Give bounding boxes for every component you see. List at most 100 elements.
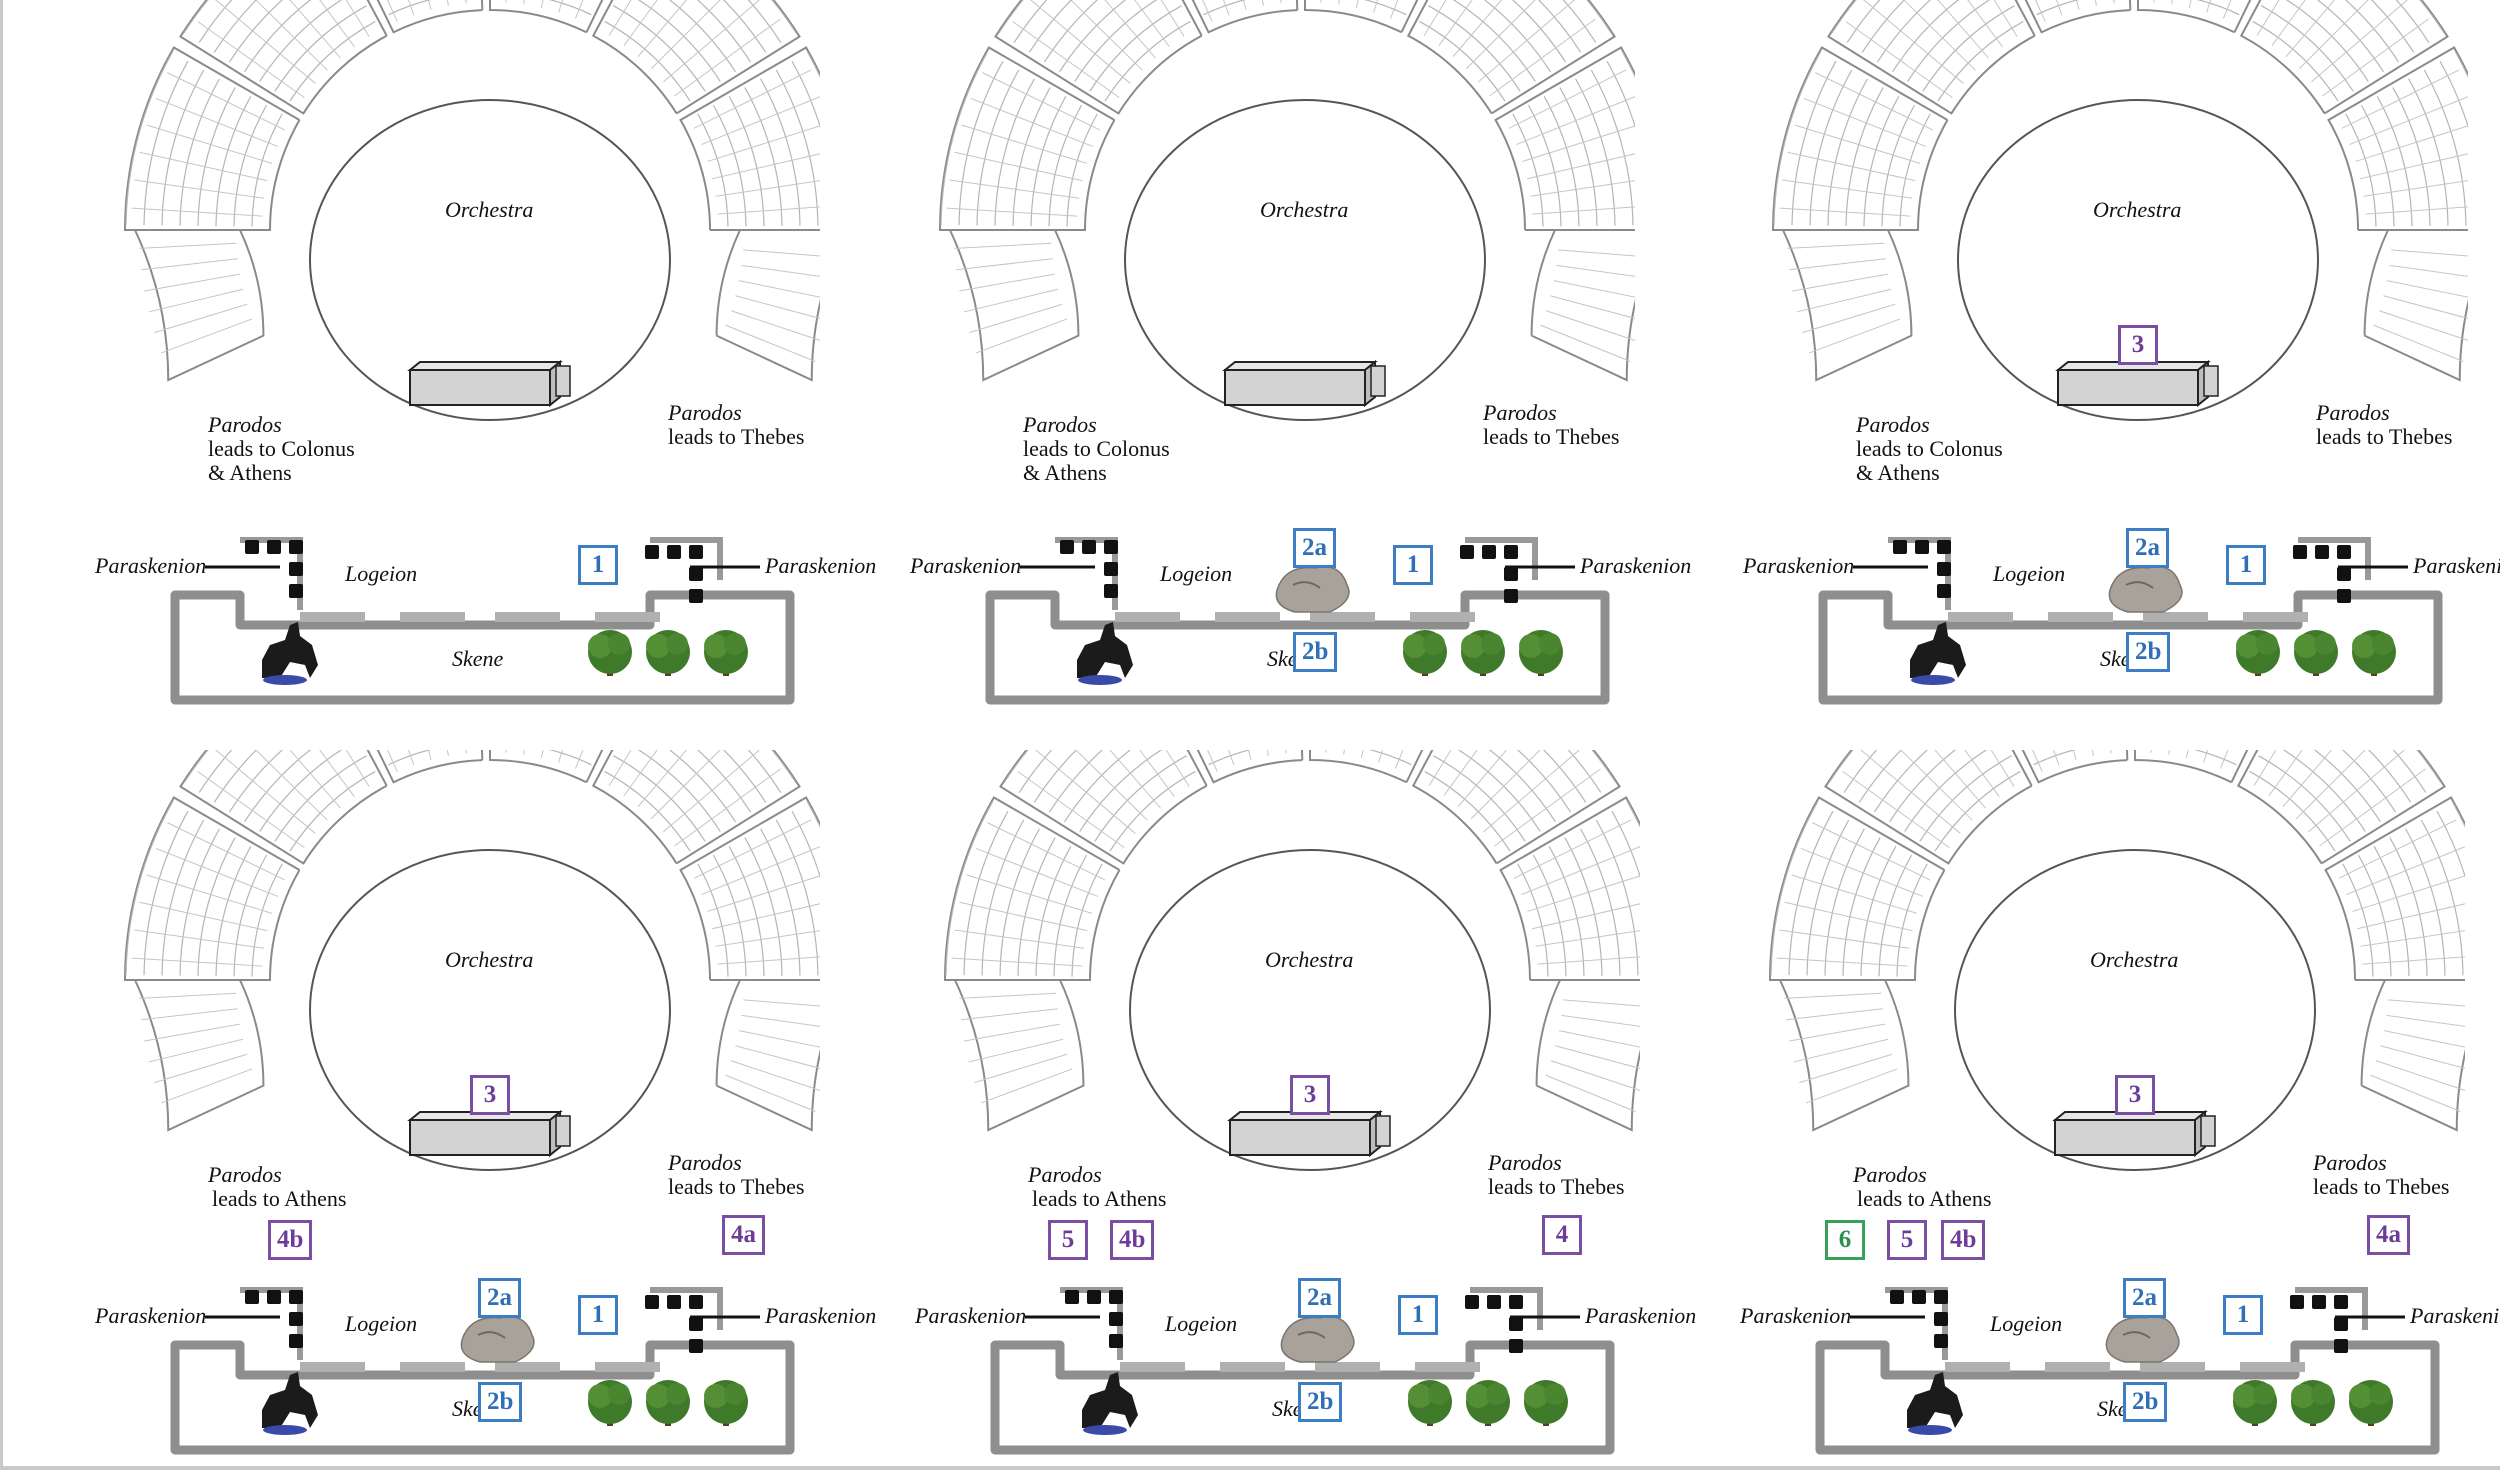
logeion-label: Logeion — [1990, 1311, 2063, 1336]
tree-icon — [2294, 630, 2338, 676]
position-marker-2b: 2b — [1293, 632, 1338, 672]
seat-block-icon — [2290, 1295, 2348, 1353]
position-marker-1: 1 — [578, 1295, 618, 1335]
seat-block-icon — [679, 796, 820, 981]
seat-block-icon — [2134, 750, 2249, 784]
seat-block-icon — [715, 229, 820, 382]
logeion-label: Logeion — [1160, 561, 1233, 586]
parodos-left-destination-2: & Athens — [208, 460, 292, 485]
tree-icon — [2233, 1380, 2277, 1426]
parodos-left-label: Parodos — [1856, 412, 1930, 437]
position-marker-4b: 4b — [1941, 1220, 1986, 1260]
position-marker-4b: 4b — [268, 1220, 313, 1260]
theatre-plan-drawing — [123, 0, 820, 705]
logeion-segment — [1220, 1362, 1285, 1372]
parodos-right-label: Parodos — [2316, 400, 2390, 425]
tree-icon — [588, 630, 632, 676]
seat-block-icon — [1499, 796, 1640, 981]
position-marker-1: 1 — [1398, 1295, 1438, 1335]
paraskenion-left-label: Paraskenion — [95, 553, 207, 578]
seat-block-icon — [2360, 979, 2465, 1132]
tree-icon — [2291, 1380, 2335, 1426]
orchestra-label: Orchestra — [445, 197, 534, 222]
seat-block-icon — [245, 1290, 303, 1348]
logeion-segment — [1215, 612, 1280, 622]
skene-building — [985, 537, 1610, 705]
tree-icon — [1403, 630, 1447, 676]
position-marker-1: 1 — [578, 545, 618, 585]
parodos-left-destination: leads to Colonus — [1023, 436, 1170, 461]
parodos-left-destination: leads to Athens — [212, 1186, 347, 1211]
position-marker-2a: 2a — [1293, 528, 1336, 568]
tree-icon — [588, 1380, 632, 1426]
parodos-left-label: Parodos — [208, 1162, 282, 1187]
parodos-right-label: Parodos — [668, 1150, 742, 1175]
seat-block-icon — [1781, 229, 1913, 382]
position-marker-1: 1 — [1393, 545, 1433, 585]
orchestra-circle — [1954, 849, 2316, 1171]
position-marker-5: 5 — [1887, 1220, 1927, 1260]
logeion-segment — [2045, 1362, 2110, 1372]
parodos-left-destination: leads to Colonus — [1856, 436, 2003, 461]
tree-icon — [704, 630, 748, 676]
logeion-segment — [1120, 1362, 1185, 1372]
seat-block-icon — [123, 46, 301, 231]
position-marker-6: 6 — [1825, 1220, 1865, 1260]
logeion-segment — [1415, 1362, 1480, 1372]
seat-block-icon — [245, 540, 303, 598]
theatre-plan-drawing — [1771, 0, 2468, 705]
logeion-segment — [595, 612, 660, 622]
parodos-right-label: Parodos — [1488, 1150, 1562, 1175]
seat-block-icon — [994, 0, 1203, 115]
seat-block-icon — [999, 750, 1208, 865]
position-marker-2a: 2a — [2123, 1278, 2166, 1318]
parodos-right-destination: leads to Thebes — [2316, 424, 2453, 449]
logeion-label: Logeion — [345, 1311, 418, 1336]
statue-icon — [1077, 622, 1133, 685]
rock-icon — [2105, 1316, 2180, 1363]
position-marker-4a: 4a — [722, 1215, 765, 1255]
seat-block-icon — [938, 46, 1116, 231]
skene-building — [170, 1287, 795, 1455]
seat-block-icon — [591, 0, 801, 115]
seat-block-icon — [1530, 229, 1635, 382]
parodos-right-label: Parodos — [2313, 1150, 2387, 1175]
paraskenion-left-label: Paraskenion — [95, 1303, 207, 1328]
orchestra-circle — [309, 849, 671, 1171]
tree-icon — [704, 1380, 748, 1426]
logeion-segment — [1310, 612, 1375, 622]
position-marker-5: 5 — [1048, 1220, 1088, 1260]
logeion-segment — [495, 612, 560, 622]
paraskenion-right-label: Paraskenion — [765, 553, 877, 578]
seat-block-icon — [1824, 750, 2033, 865]
seat-block-icon — [133, 979, 265, 1132]
position-marker-3: 3 — [1290, 1075, 1330, 1115]
seating-cavea — [943, 750, 1640, 1132]
seat-block-icon — [2021, 750, 2129, 784]
parodos-left-destination-2: & Athens — [1856, 460, 1940, 485]
rock-icon — [2108, 566, 2183, 613]
seat-block-icon — [2324, 796, 2465, 981]
tree-icon — [2236, 630, 2280, 676]
position-marker-4b: 4b — [1110, 1220, 1155, 1260]
tree-icon — [1466, 1380, 1510, 1426]
seat-block-icon — [2293, 545, 2351, 603]
statue-icon — [1910, 622, 1966, 685]
orchestra-label: Orchestra — [1260, 197, 1349, 222]
seat-block-icon — [1778, 979, 1910, 1132]
orchestra-label: Orchestra — [1265, 947, 1354, 972]
theatre-plan-drawing — [1768, 750, 2465, 1455]
theatre-plan-drawing — [943, 750, 1640, 1455]
seat-block-icon — [1196, 750, 1304, 784]
parodos-left-destination: leads to Athens — [1857, 1186, 1992, 1211]
position-marker-2a: 2a — [2126, 528, 2169, 568]
tree-icon — [1519, 630, 1563, 676]
position-marker-1: 1 — [2223, 1295, 2263, 1335]
paraskenion-right-label: Paraskenion — [2410, 1303, 2500, 1328]
logeion-label: Logeion — [1165, 1311, 1238, 1336]
parodos-right-label: Parodos — [1483, 400, 1557, 425]
